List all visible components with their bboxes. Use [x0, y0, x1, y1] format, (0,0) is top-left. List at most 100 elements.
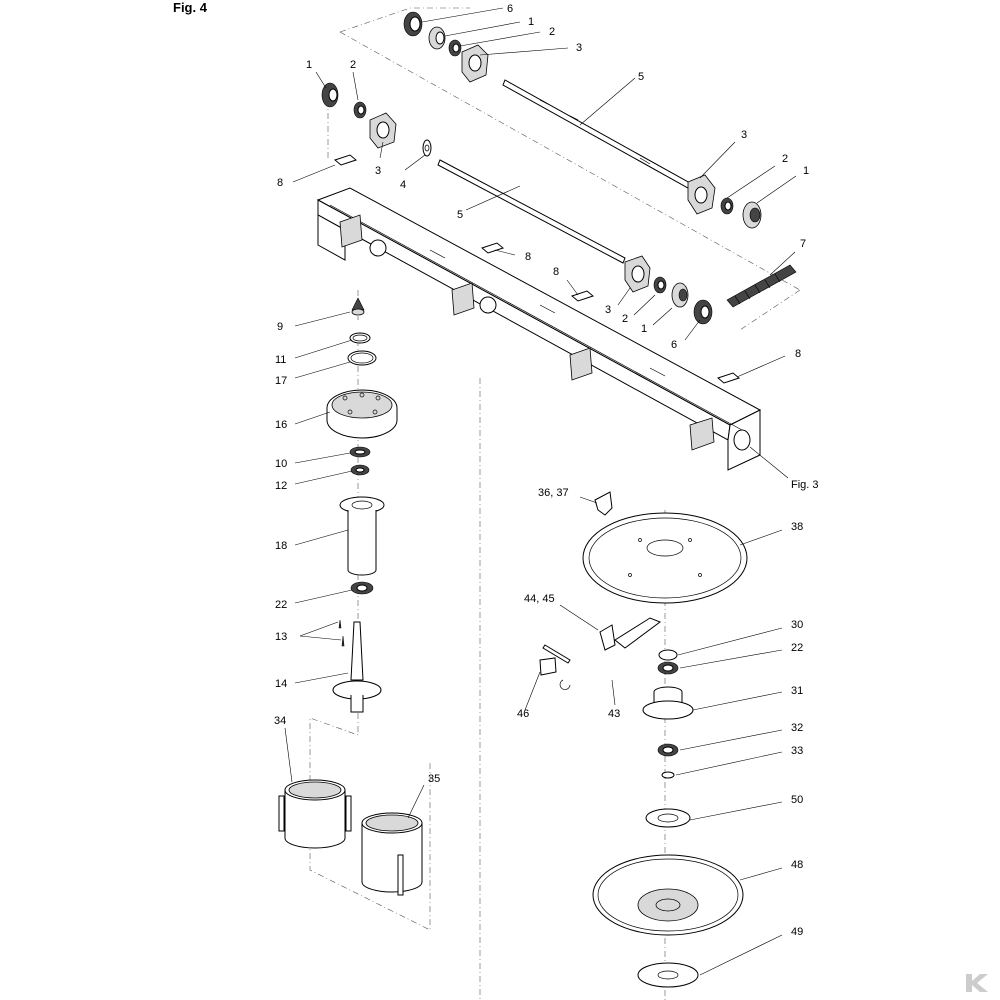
- ring-11: [349, 332, 371, 344]
- kramp-logo-icon: [966, 974, 988, 992]
- callout-11: 11: [275, 354, 286, 366]
- bearing-2-top: [448, 39, 462, 57]
- callout-22-right: 22: [791, 642, 803, 654]
- plate-49: [637, 962, 699, 988]
- flange-50: [645, 808, 691, 828]
- callout-38: 38: [791, 521, 803, 533]
- callout-34: 34: [274, 715, 286, 727]
- callout-8-top: 8: [277, 177, 283, 189]
- drum-34: [278, 779, 352, 849]
- bearing-32: [657, 743, 679, 757]
- callout-14: 14: [275, 678, 287, 690]
- callout-2-right: 2: [782, 153, 788, 165]
- disc-48: [592, 854, 744, 936]
- key-8-mid: [480, 242, 505, 254]
- callout-2-left: 2: [350, 59, 356, 71]
- callout-1-top: 1: [528, 16, 534, 28]
- sprocket-6-mid: [693, 299, 713, 325]
- bearing-housing-3-top: [461, 44, 489, 83]
- callout-7: 7: [800, 238, 806, 250]
- bearing-2-mid: [653, 276, 667, 294]
- callout-17: 17: [275, 375, 287, 387]
- ring-17: [347, 350, 377, 366]
- bearing-housing-3-mid: [624, 255, 651, 293]
- key-8-top: [333, 154, 358, 166]
- pinion-gear-9: [351, 297, 365, 316]
- callout-44-45: 44, 45: [524, 593, 555, 605]
- bevel-gear-1-mid: [671, 282, 689, 308]
- shaft-5-upper: [502, 79, 691, 189]
- callout-labels: 6 1 2 3 5 1 2 3 4 8 5 3 2 1 7 8 8 3 2 1 …: [274, 3, 819, 938]
- callout-5-lower: 5: [457, 209, 463, 221]
- shaft-5-lower: [437, 159, 626, 264]
- callout-4: 4: [400, 179, 406, 191]
- callout-16: 16: [275, 419, 287, 431]
- bearing-22-left: [350, 581, 374, 595]
- callout-6-mid: 6: [671, 339, 677, 351]
- callout-36-37: 36, 37: [538, 487, 569, 499]
- callout-3-mid: 3: [605, 304, 611, 316]
- coupling-4: [422, 139, 432, 157]
- callout-12: 12: [275, 480, 287, 492]
- shaft-14: [332, 621, 382, 713]
- hub-18: [339, 496, 385, 576]
- pins-13: [338, 619, 345, 647]
- disc-38: [582, 512, 748, 604]
- callout-10: 10: [275, 458, 287, 470]
- hub-31: [642, 686, 694, 720]
- callout-33: 33: [791, 745, 803, 757]
- callout-2-mid: 2: [622, 313, 628, 325]
- gear-6-top: [403, 11, 423, 37]
- callout-1-mid: 1: [641, 323, 647, 335]
- callout-8-lower: 8: [553, 266, 559, 278]
- callout-3-left: 3: [375, 165, 381, 177]
- callout-22-left: 22: [275, 599, 287, 611]
- bevel-gear-1-top: [428, 26, 446, 50]
- bearing-10: [349, 446, 371, 458]
- callout-18: 18: [275, 540, 287, 552]
- key-8-lower: [570, 290, 595, 302]
- housing-16: [326, 389, 398, 439]
- callout-48: 48: [791, 859, 803, 871]
- callout-3-right: 3: [741, 129, 747, 141]
- bracket-36-37: [594, 491, 613, 516]
- bearing-housing-3-right: [687, 174, 716, 215]
- bevel-gear-1-right: [742, 201, 762, 229]
- bevel-gear-1-left: [321, 82, 339, 108]
- callout-fig3: Fig. 3: [791, 479, 819, 491]
- callout-8-mid: 8: [525, 251, 531, 263]
- bearing-12: [350, 464, 370, 476]
- figure-title: Fig. 4: [173, 0, 207, 15]
- drum-35: [361, 812, 423, 896]
- callout-35: 35: [428, 773, 440, 785]
- callout-49: 49: [791, 926, 803, 938]
- callout-31: 31: [791, 685, 803, 697]
- bearing-2-left: [353, 101, 367, 119]
- chain-7: [726, 264, 797, 308]
- callout-1-right: 1: [803, 165, 809, 177]
- callout-8-right: 8: [795, 348, 801, 360]
- callout-43: 43: [608, 708, 620, 720]
- cutter-bar-frame: [316, 187, 762, 471]
- callout-13: 13: [275, 631, 287, 643]
- leader-lines: [284, 7, 797, 976]
- callout-46: 46: [517, 708, 529, 720]
- lever-46: [539, 644, 571, 690]
- callout-6-top: 6: [507, 3, 513, 15]
- link-44-45: [599, 617, 662, 651]
- ring-30: [658, 649, 678, 661]
- callout-3-top: 3: [576, 42, 582, 54]
- callout-50: 50: [791, 794, 803, 806]
- callout-30: 30: [791, 619, 803, 631]
- callout-5-top: 5: [638, 71, 644, 83]
- bearing-22-right: [657, 661, 679, 675]
- bearing-housing-3-left: [369, 112, 397, 149]
- bearing-2-right: [720, 197, 734, 215]
- callout-32: 32: [791, 722, 803, 734]
- callout-2-top: 2: [549, 26, 555, 38]
- key-8-right: [716, 372, 741, 384]
- ring-33: [661, 771, 675, 779]
- callout-9: 9: [277, 321, 283, 333]
- callout-1-left: 1: [306, 59, 312, 71]
